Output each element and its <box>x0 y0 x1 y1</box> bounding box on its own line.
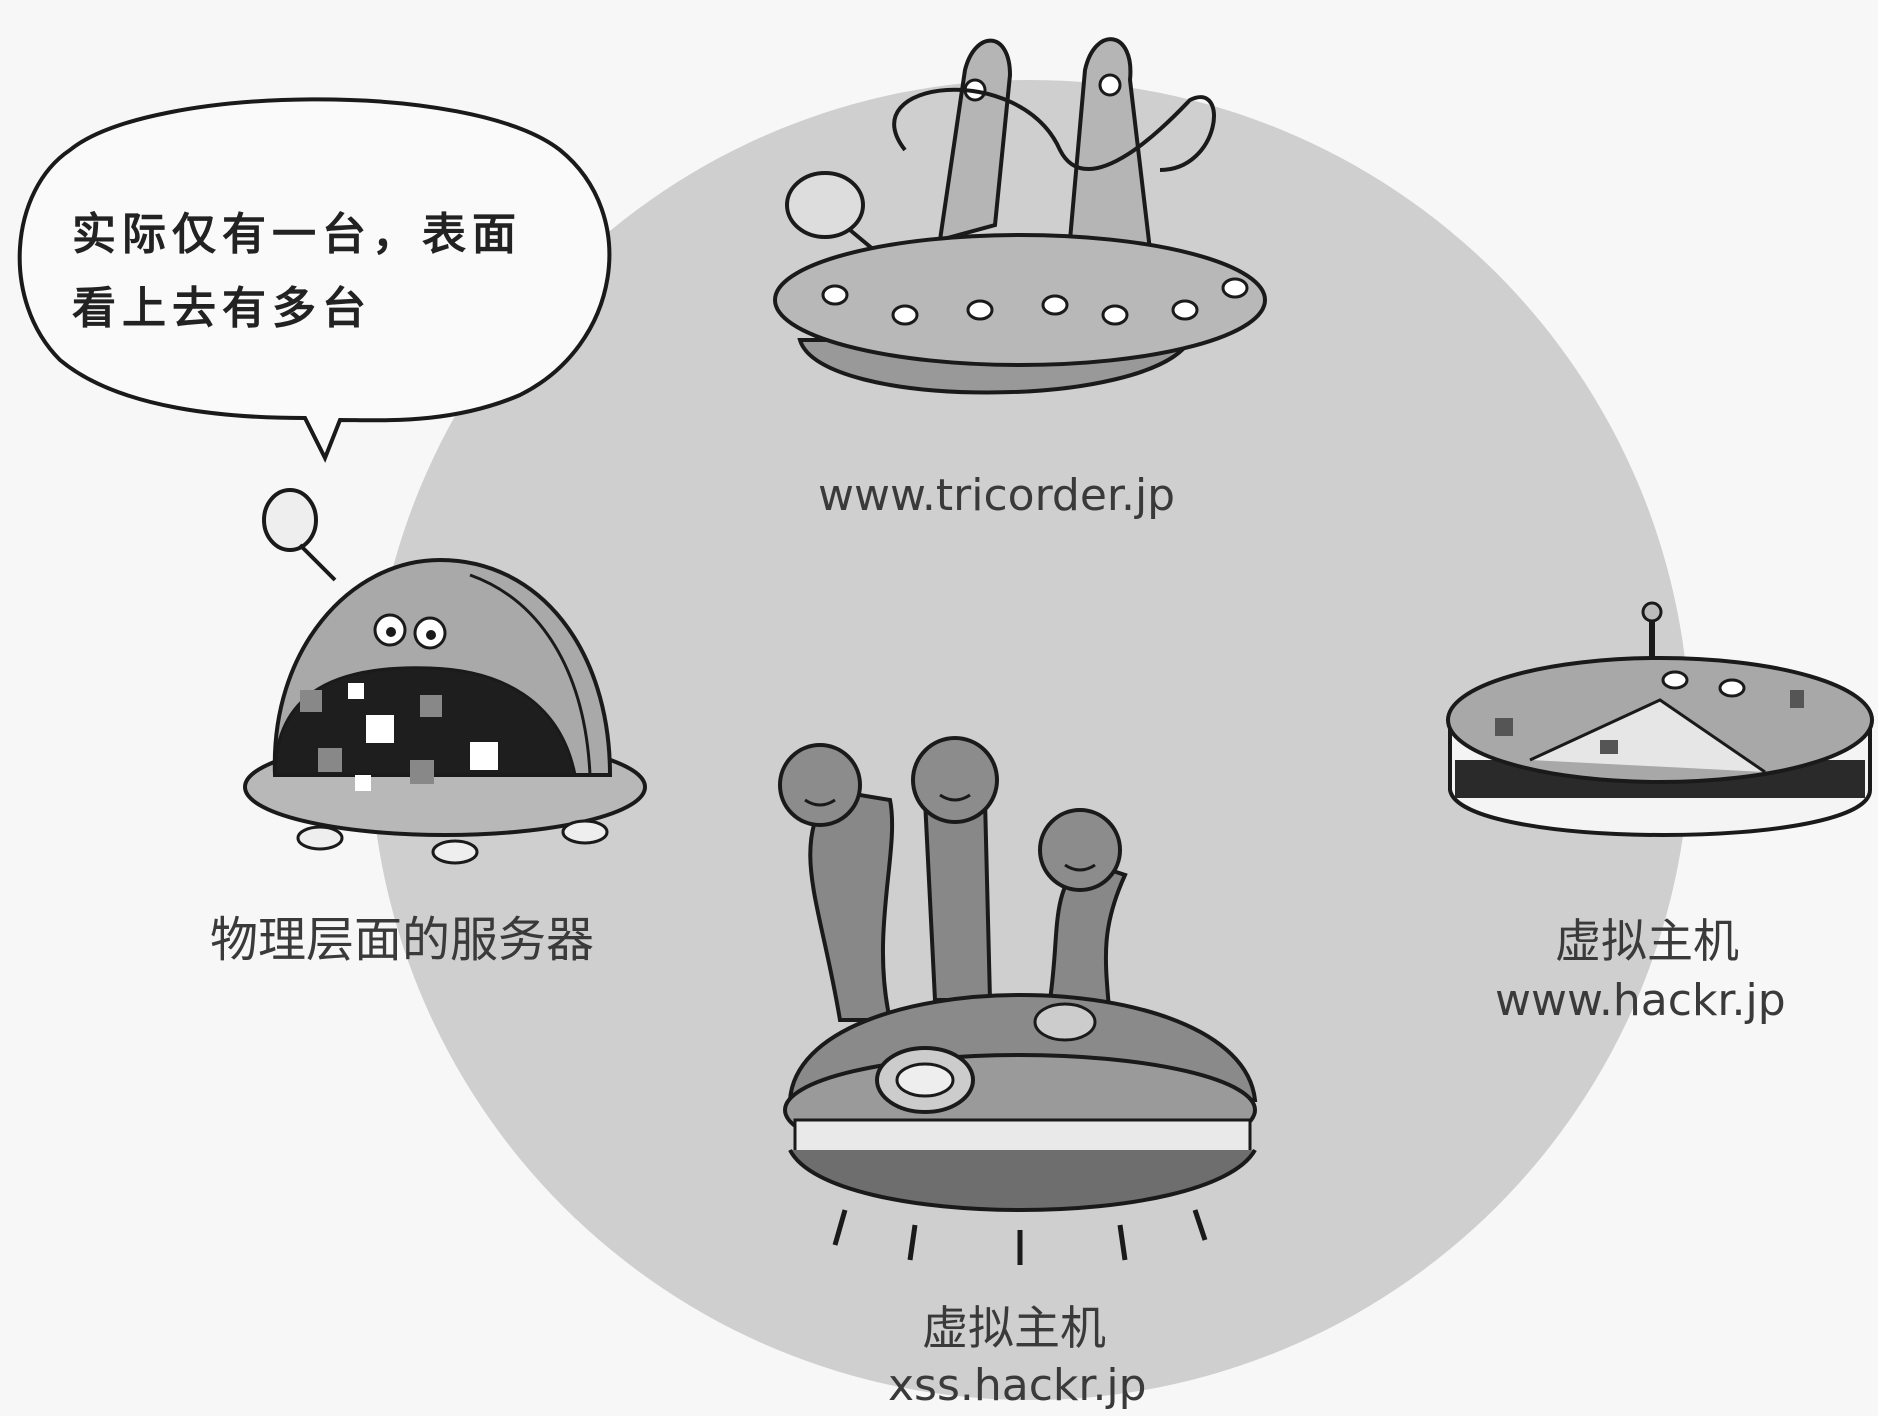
speech-bubble-line-1: 实际仅有一台，表面 <box>72 209 522 260</box>
speech-bubble-line-2: 看上去有多台 <box>72 283 372 334</box>
bottom-host-label: xss.hackr.jp <box>888 1360 1147 1411</box>
tricorder-ufo-icon <box>773 37 1267 395</box>
shared-server-circle <box>370 80 1690 1400</box>
xss-three-head-ufo-icon <box>778 736 1258 1265</box>
top-host-label: www.tricorder.jp <box>818 470 1176 521</box>
right-title-label: 虚拟主机 <box>1555 914 1739 968</box>
hackr-disc-ufo-icon <box>1446 601 1874 837</box>
physical-server-label: 物理层面的服务器 <box>210 912 595 968</box>
physical-server-ufo-icon <box>243 488 647 865</box>
bottom-title-label: 虚拟主机 <box>922 1301 1106 1355</box>
speech-bubble-icon <box>17 97 612 463</box>
right-host-label: www.hackr.jp <box>1495 975 1786 1026</box>
